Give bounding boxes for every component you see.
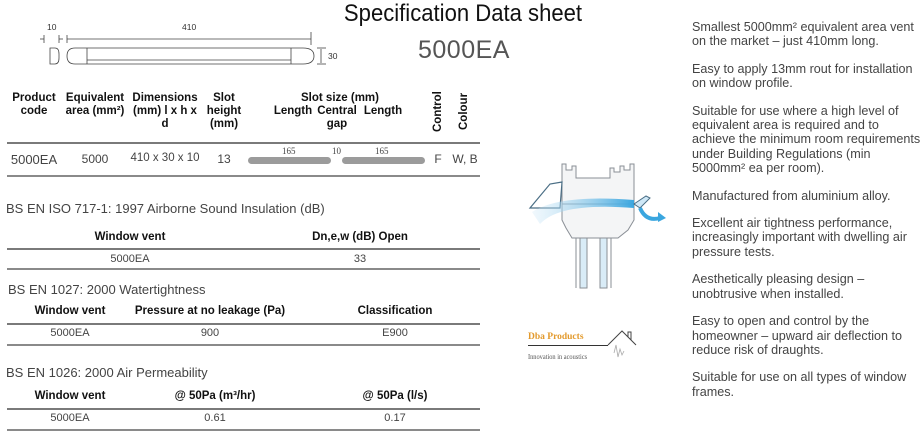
cell-control: F xyxy=(434,152,442,166)
feature-item: Aesthetically pleasing design – unobtrus… xyxy=(692,272,865,301)
cell-product-code: 5000EA xyxy=(10,152,58,167)
house-wave-icon xyxy=(607,330,637,358)
slot-length-1-value: 165 xyxy=(282,146,296,156)
cell-window-vent: 5000EA xyxy=(110,253,150,265)
feature-item: Manufactured from aluminium alloy. xyxy=(692,188,891,203)
cell-classification: E900 xyxy=(382,327,408,339)
section-title: BS EN 1026: 2000 Air Permeability xyxy=(6,365,208,380)
vent-airflow-illustration xyxy=(528,163,666,289)
page-title: Specification Data sheet xyxy=(343,0,583,27)
header-slot-length-2: Length xyxy=(363,105,403,117)
table-divider xyxy=(7,248,480,250)
depth-dimension-label: 10 xyxy=(47,22,57,32)
section-title: BS EN 1027: 2000 Watertightness xyxy=(8,282,206,297)
table-divider xyxy=(7,142,480,144)
header-dn-e-w: Dn,e,w (dB) Open xyxy=(312,231,408,243)
feature-list: Smallest 5000mm² equivalent area vent on… xyxy=(692,20,922,412)
dba-products-logo: Dba Products Innovation in acoustics xyxy=(528,325,638,365)
cell-dimensions: 410 x 30 x 10 xyxy=(130,152,200,164)
header-slot-size: Slot size (mm) xyxy=(301,92,379,104)
cell-l-s: 0.17 xyxy=(384,412,406,424)
header-window-vent: Window vent xyxy=(34,390,106,402)
table-divider xyxy=(7,323,480,325)
central-gap-value: 10 xyxy=(332,146,341,156)
header-dimensions: Dimensions(mm) l x h x d xyxy=(132,92,198,130)
header-colour: Colour xyxy=(458,92,470,130)
header-classification: Classification xyxy=(357,305,433,317)
cell-equivalent-area: 5000 xyxy=(81,152,109,166)
section-title: BS EN ISO 717-1: 1997 Airborne Sound Ins… xyxy=(6,201,325,216)
header-pressure: Pressure at no leakage (Pa) xyxy=(134,305,286,317)
cell-window-vent: 5000EA xyxy=(50,412,90,424)
header-control: Control xyxy=(432,91,444,132)
header-slot-length-1: Length xyxy=(273,105,313,117)
cell-window-vent: 5000EA xyxy=(50,327,90,339)
table-divider xyxy=(7,175,480,177)
header-window-vent: Window vent xyxy=(94,231,166,243)
model-name: 5000EA xyxy=(418,36,510,64)
cell-pressure: 900 xyxy=(200,327,220,339)
feature-item: Smallest 5000mm² equivalent area vent on… xyxy=(692,20,914,49)
height-dimension-label: 30 xyxy=(328,51,338,61)
cell-m3-hr: 0.61 xyxy=(204,412,226,424)
header-window-vent: Window vent xyxy=(34,305,106,317)
feature-item: Suitable for use where a high level of e… xyxy=(692,103,921,176)
cell-dn-e-w: 33 xyxy=(353,253,367,265)
table-divider xyxy=(7,429,480,431)
feature-item: Easy to open and control by the homeowne… xyxy=(692,314,903,357)
length-dimension-label: 410 xyxy=(182,22,196,32)
logo-brand: Dba Products xyxy=(528,332,584,342)
feature-item: Excellent air tightness performance, inc… xyxy=(692,216,907,259)
logo-rule xyxy=(528,345,608,346)
logo-tagline: Innovation in acoustics xyxy=(528,352,588,361)
header-l-s: @ 50Pa (l/s) xyxy=(362,390,428,402)
cell-colour: W, B xyxy=(452,152,478,166)
slot-graphic-right xyxy=(342,157,425,164)
table-divider xyxy=(7,408,480,410)
table-divider xyxy=(7,344,480,346)
cell-slot-height: 13 xyxy=(217,152,231,166)
table-divider xyxy=(7,268,480,270)
header-m3-hr: @ 50Pa (m³/hr) xyxy=(174,390,256,402)
feature-item: Suitable for use on all types of window … xyxy=(692,370,907,399)
slot-graphic-left xyxy=(248,157,331,164)
slot-length-2-value: 165 xyxy=(375,146,389,156)
feature-item: Easy to apply 13mm rout for installation… xyxy=(692,61,913,91)
vent-dimension-drawing: 10 410 30 xyxy=(40,22,338,65)
